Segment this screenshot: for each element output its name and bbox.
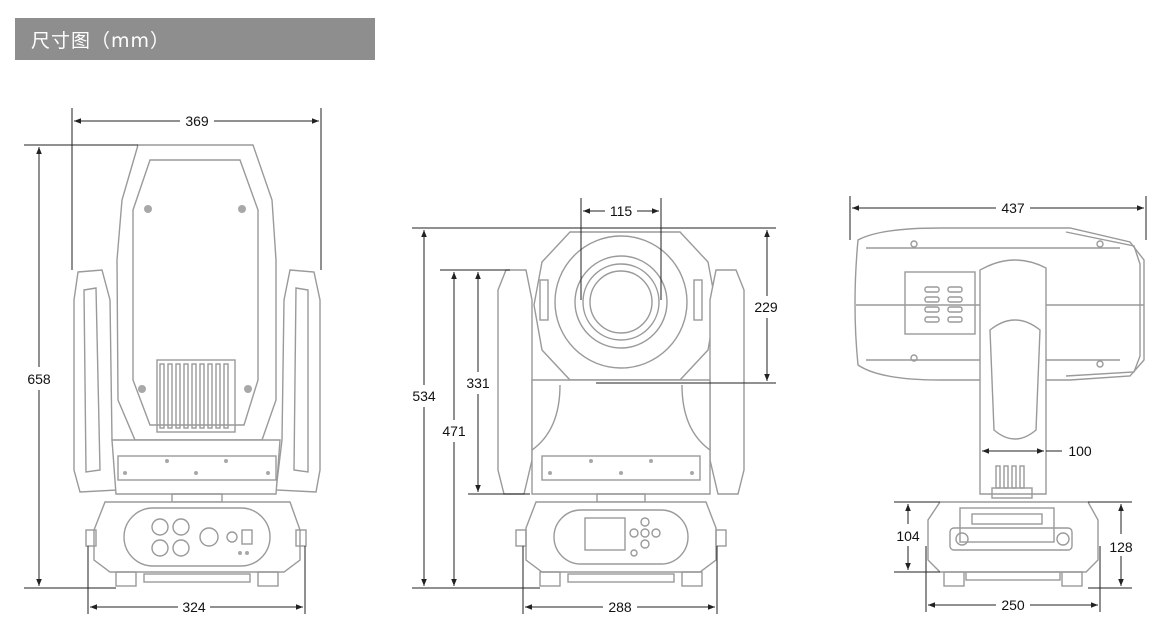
- dim-base-height: 104: [896, 528, 920, 544]
- power-switch: [241, 529, 253, 545]
- lcd-display: [584, 517, 626, 551]
- section-title: 尺寸图（mm）: [31, 30, 171, 52]
- front-vent-grille: [159, 363, 229, 429]
- xlr-connectors: [151, 518, 219, 557]
- dim-base-height-right: 128: [1109, 539, 1133, 555]
- dim-head-height: 229: [754, 299, 778, 315]
- control-buttons: [629, 517, 661, 557]
- side-view-drawing: [497, 231, 745, 587]
- dim-side-height-total: 534: [412, 388, 436, 404]
- front-view-drawing: [73, 144, 321, 587]
- dim-lens-diameter: 115: [610, 203, 633, 219]
- dim-front-width-top: 369: [185, 113, 209, 129]
- dim-front-height: 658: [27, 371, 51, 387]
- front-yoke: [111, 439, 281, 495]
- profile-base: [927, 501, 1099, 573]
- profile-arm: [979, 259, 1047, 495]
- front-base: [93, 501, 301, 573]
- dim-front-width-base: 324: [182, 599, 206, 615]
- side-left-arm: [497, 269, 533, 495]
- profile-vents: [904, 271, 976, 335]
- dim-side-height-mid: 471: [442, 423, 466, 439]
- lens: [574, 255, 668, 349]
- profile-view-drawing: [854, 227, 1145, 587]
- side-dimensions: 115 229 534 471 331 288: [412, 198, 778, 615]
- dim-arm-width: 100: [1068, 443, 1092, 459]
- dim-side-width-base: 288: [608, 599, 632, 615]
- dim-side-height-arm: 331: [466, 375, 490, 391]
- profile-dimensions: 437 100 104 128 250: [849, 196, 1147, 613]
- fuse-holder: [226, 531, 238, 543]
- side-yoke: [531, 379, 711, 495]
- front-right-arm: [275, 269, 321, 493]
- side-right-arm: [709, 269, 745, 495]
- section-header: 尺寸图（mm）: [15, 18, 375, 60]
- dim-base-width: 250: [1001, 597, 1025, 613]
- dim-profile-length: 437: [1001, 200, 1025, 216]
- front-dimensions: 369 658 324: [24, 108, 322, 615]
